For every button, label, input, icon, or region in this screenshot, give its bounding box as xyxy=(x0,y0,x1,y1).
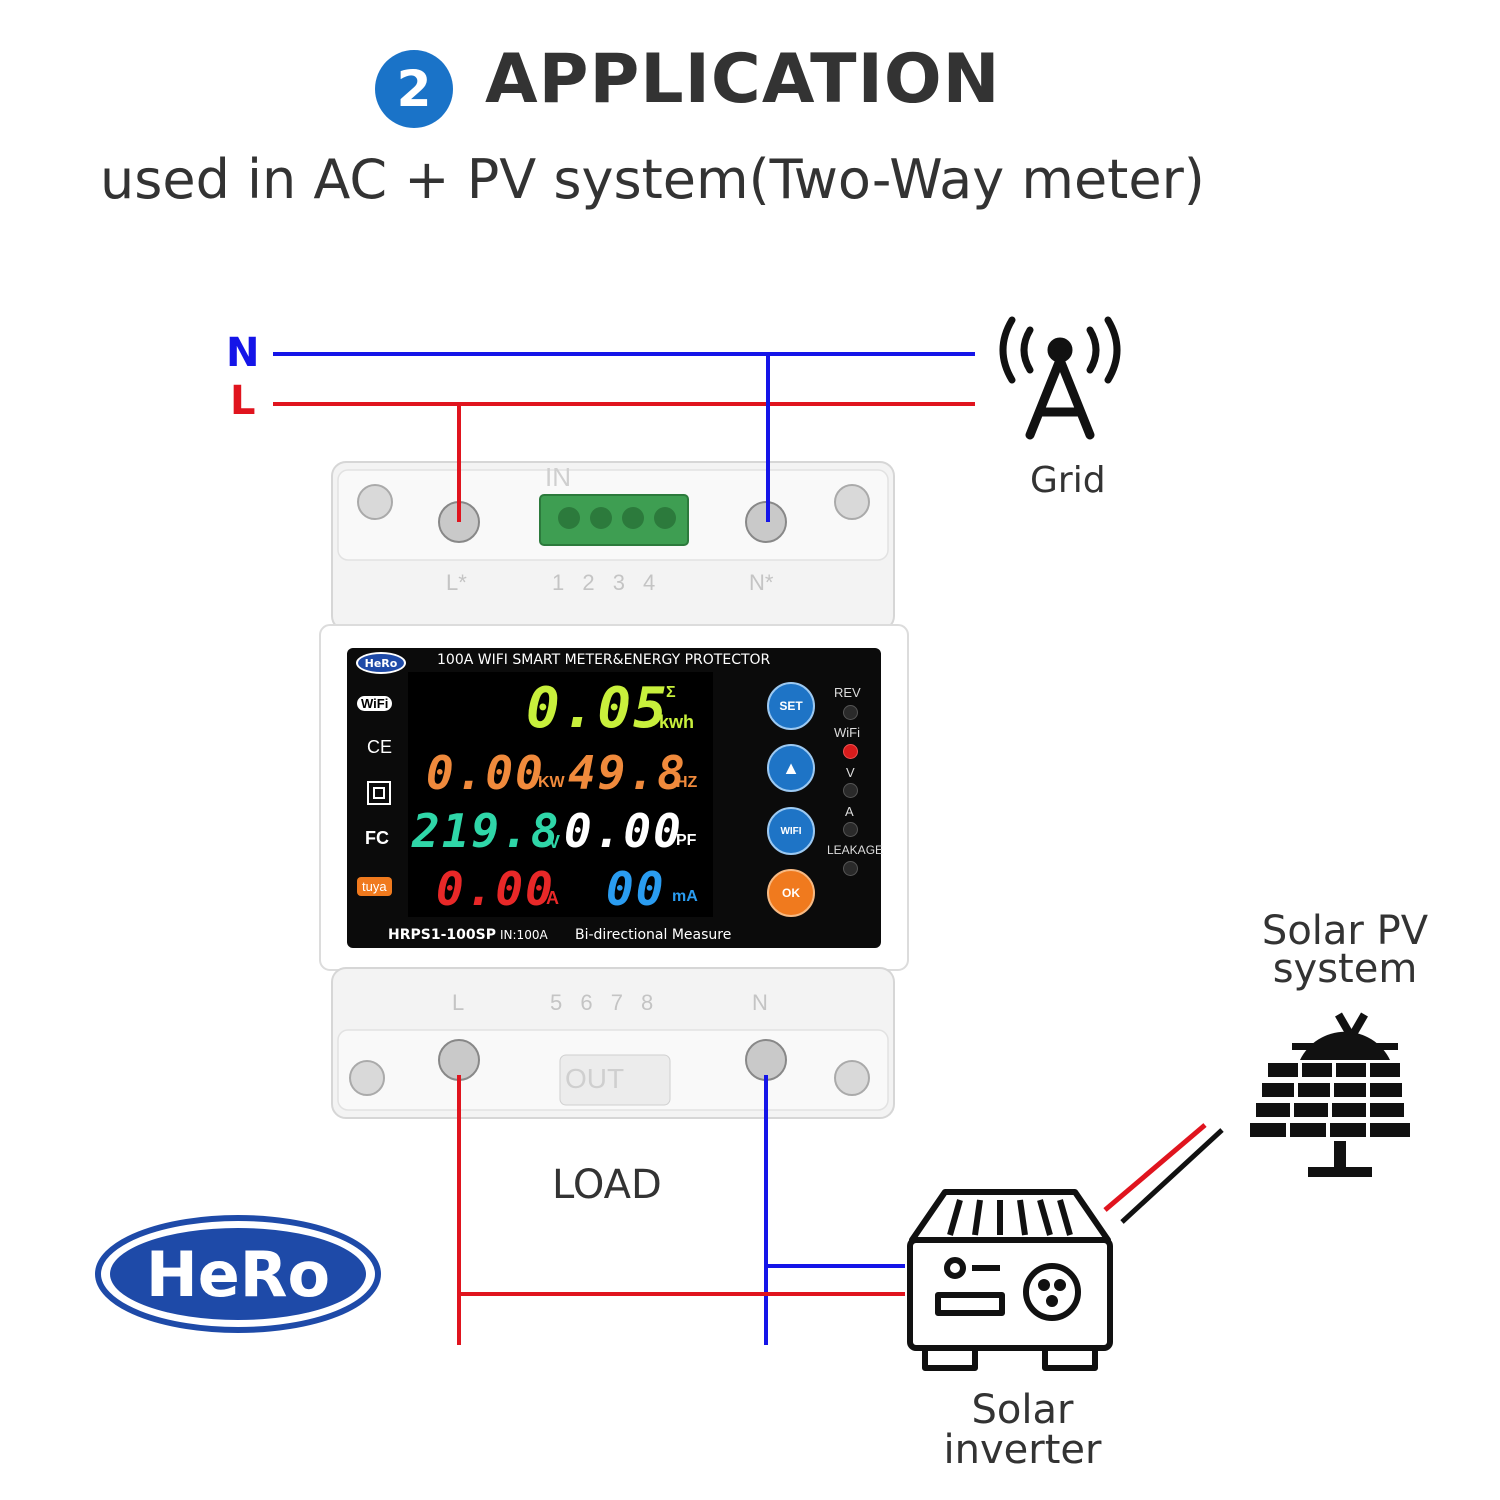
meter-model: HRPS1-100SP xyxy=(388,927,496,943)
grid-tower-icon xyxy=(999,316,1121,440)
double-insulation-icon xyxy=(367,781,391,805)
energy-value: 0.05 xyxy=(526,676,669,741)
current-indicator-led xyxy=(843,822,858,837)
terminal-in-left: L* xyxy=(446,570,467,595)
fc-mark: FC xyxy=(365,828,389,848)
wifi-indicator-led xyxy=(843,744,858,759)
power-value: 0.00 xyxy=(426,746,545,800)
meter-title: 100A WIFI SMART METER&ENERGY PROTECTOR xyxy=(437,652,771,668)
rev-indicator-led xyxy=(843,705,858,720)
page-subtitle: used in AC + PV system(Two-Way meter) xyxy=(100,148,1205,211)
power-factor-unit: PF xyxy=(676,832,697,849)
voltage-indicator-led xyxy=(843,783,858,798)
solar-inverter-icon xyxy=(907,1189,1113,1371)
solar-inverter-label: Solar inverter xyxy=(943,1387,1102,1473)
neutral-label: N xyxy=(226,330,260,376)
solar-panel-icon xyxy=(1250,1012,1410,1177)
wifi-button[interactable]: WIFI xyxy=(767,807,815,855)
set-button[interactable]: SET xyxy=(767,682,815,730)
meter-brand-logo: HeRo xyxy=(356,652,406,674)
leakage-value: 00 xyxy=(606,862,666,916)
terminal-out-numbers: 5 6 7 8 xyxy=(550,990,659,1015)
terminal-out-left: L xyxy=(452,990,464,1015)
svg-text:HeRo: HeRo xyxy=(146,1238,330,1311)
energy-sigma: Σ xyxy=(666,684,676,701)
leakage-indicator-led xyxy=(843,861,858,876)
page-title: APPLICATION xyxy=(485,40,1001,119)
solar-pv-label: Solar PV system xyxy=(1261,908,1429,992)
leakage-unit: mA xyxy=(672,888,698,905)
power-unit: KW xyxy=(538,774,565,791)
frequency-unit: HZ xyxy=(676,774,698,791)
terminal-in-right: N* xyxy=(749,570,774,595)
grid-label: Grid xyxy=(1030,460,1106,501)
rev-indicator-label: REV xyxy=(834,685,861,700)
terminal-out-marking: OUT xyxy=(565,1063,624,1094)
current-indicator-label: A xyxy=(845,804,854,819)
wifi-badge: WiFi xyxy=(357,696,393,711)
voltage-value: 219.8 xyxy=(412,804,561,858)
tuya-badge: tuya xyxy=(357,877,392,896)
power-factor-value: 0.00 xyxy=(564,804,683,858)
meter-rating: IN:100A xyxy=(500,928,548,942)
ce-mark: CE xyxy=(367,737,393,757)
lcd-display: 0.05 Σ kwh 0.00 KW 49.8 HZ 219.8 V 0.00 … xyxy=(408,672,713,917)
current-value: 0.00 xyxy=(436,862,555,916)
meter-feature: Bi-directional Measure xyxy=(575,927,732,943)
terminal-in-marking: IN xyxy=(545,462,571,492)
terminal-out-right: N xyxy=(752,990,768,1015)
live-label: L xyxy=(230,378,256,424)
pv-black-cable xyxy=(1120,1128,1224,1224)
wifi-indicator-label: WiFi xyxy=(834,725,860,740)
frequency-value: 49.8 xyxy=(568,746,687,800)
voltage-unit: V xyxy=(548,832,561,852)
leakage-indicator-label: LEAKAGE xyxy=(827,843,884,857)
up-button[interactable]: ▲ xyxy=(767,744,815,792)
energy-unit: kwh xyxy=(659,712,695,732)
ok-button[interactable]: OK xyxy=(767,869,815,917)
pv-red-cable xyxy=(1103,1123,1207,1212)
hero-brand-logo: HeRo xyxy=(95,1215,381,1333)
load-label: LOAD xyxy=(552,1162,662,1208)
current-unit: A xyxy=(546,888,559,908)
voltage-indicator-label: V xyxy=(846,765,855,780)
terminal-in-numbers: 1 2 3 4 xyxy=(552,570,661,595)
step-number-badge: 2 xyxy=(375,50,453,128)
